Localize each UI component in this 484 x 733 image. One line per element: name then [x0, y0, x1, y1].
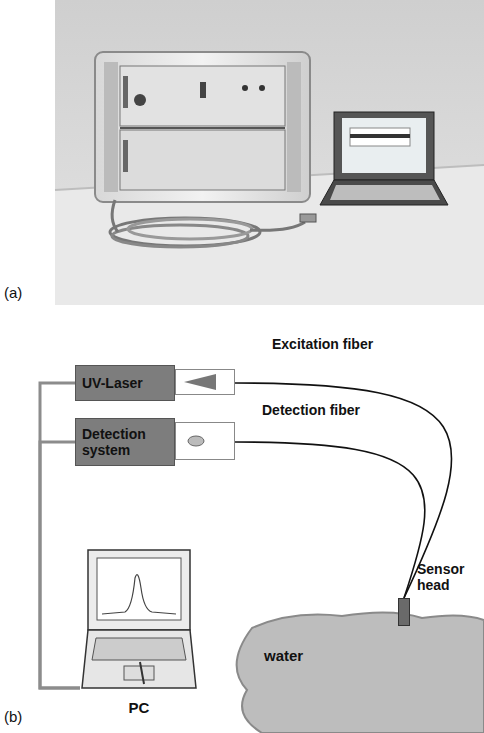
sensor-label: Sensor head [417, 561, 481, 593]
equipment-photo [0, 0, 484, 310]
laptop-icon [80, 548, 198, 698]
fiber-port [175, 369, 235, 395]
panel-label: (b) [4, 708, 22, 725]
device-name: UV-Laser [82, 375, 143, 391]
node-pc: PC [80, 548, 198, 726]
laser-beam [184, 374, 216, 390]
edge-label: Detection fiber [262, 402, 360, 418]
panel-label: (a) [4, 284, 22, 301]
fiber-connector [40, 383, 80, 688]
device-box: UV-Laser [75, 365, 175, 401]
fiber-connector [235, 442, 425, 598]
node-dev: UV-Laser [75, 365, 235, 401]
device-name: Detection system [82, 426, 168, 458]
lens-symbol [188, 436, 204, 446]
water-label: water [264, 648, 303, 664]
device-box: Detection system [75, 418, 175, 466]
fiber-connector [40, 442, 80, 688]
edge-label: Excitation fiber [272, 336, 373, 352]
fiber-connector [235, 383, 452, 598]
node-sensor: Sensor head [398, 598, 410, 626]
node-water: water [222, 610, 484, 733]
water-shape [222, 610, 484, 733]
node-det: Detection system [75, 418, 235, 466]
fiber-port [175, 422, 235, 460]
node-label: PC [80, 700, 198, 716]
